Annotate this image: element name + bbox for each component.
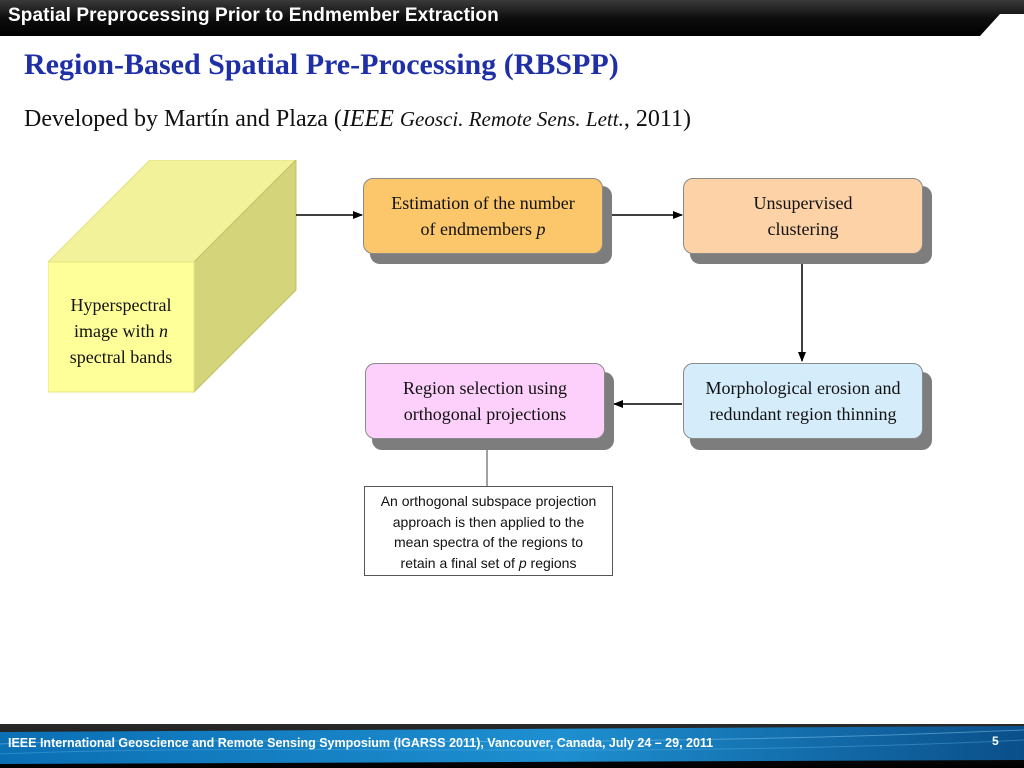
clustering-node: Unsupervised clustering: [683, 178, 923, 254]
subtitle-prefix: Developed by Martín and Plaza (: [24, 106, 342, 132]
footer-bar: [0, 724, 1024, 768]
page-number: 5: [992, 734, 999, 748]
cube-label-line3: spectral bands: [69, 347, 173, 367]
cube-label: Hyperspectral image with n spectral band…: [48, 292, 194, 370]
morph-line1: Morphological erosion and: [705, 378, 901, 398]
region-line2: orthogonal projections: [403, 404, 567, 424]
region-selection-node: Region selection using orthogonal projec…: [365, 363, 605, 439]
note-line1: An orthogonal subspace projection: [380, 493, 597, 509]
note-line4-prefix: retain a final set of: [400, 554, 519, 571]
hyperspectral-cube: [48, 160, 297, 394]
note-line4-suffix: regions: [526, 554, 577, 571]
cube-label-variable: n: [158, 321, 168, 341]
header-background: [0, 0, 1024, 36]
clustering-line2: clustering: [767, 219, 839, 239]
header-bar: Spatial Preprocessing Prior to Endmember…: [0, 0, 1024, 36]
note-line2: approach is then applied to the: [392, 513, 585, 530]
morph-line2: redundant region thinning: [709, 404, 897, 424]
estimation-line2: of endmembers p: [391, 216, 574, 242]
cube-front-face: [48, 261, 195, 393]
subtitle-journal-abbrev: IEEE: [341, 106, 400, 132]
clustering-line1: Unsupervised: [753, 193, 853, 213]
cube-label-line2: image with n: [48, 318, 194, 344]
header-title: Spatial Preprocessing Prior to Endmember…: [8, 5, 499, 26]
estimation-variable: p: [536, 219, 546, 239]
note-variable: p: [518, 554, 527, 571]
footer-text: IEEE International Geoscience and Remote…: [8, 736, 714, 750]
cube-label-line2-text: image with: [74, 321, 159, 341]
estimation-line1: Estimation of the number: [391, 193, 575, 213]
subtitle-journal-name: Geosci. Remote Sens. Lett.: [399, 107, 624, 131]
note-box: An orthogonal subspace projection approa…: [364, 486, 613, 576]
estimation-node: Estimation of the number of endmembers p: [363, 178, 603, 254]
note-line3: mean spectra of the regions to: [393, 534, 584, 550]
note-line4: retain a final set of p regions: [365, 553, 612, 574]
slide-subtitle: Developed by Martín and Plaza (IEEE Geos…: [24, 106, 691, 133]
subtitle-suffix: , 2011): [623, 106, 691, 132]
region-line1: Region selection using: [403, 378, 567, 398]
estimation-line2-text: of endmembers: [420, 219, 537, 239]
cube-label-line1: Hyperspectral: [70, 295, 172, 315]
slide-title: Region-Based Spatial Pre-Processing (RBS…: [24, 48, 619, 81]
morphology-node: Morphological erosion and redundant regi…: [683, 363, 923, 439]
